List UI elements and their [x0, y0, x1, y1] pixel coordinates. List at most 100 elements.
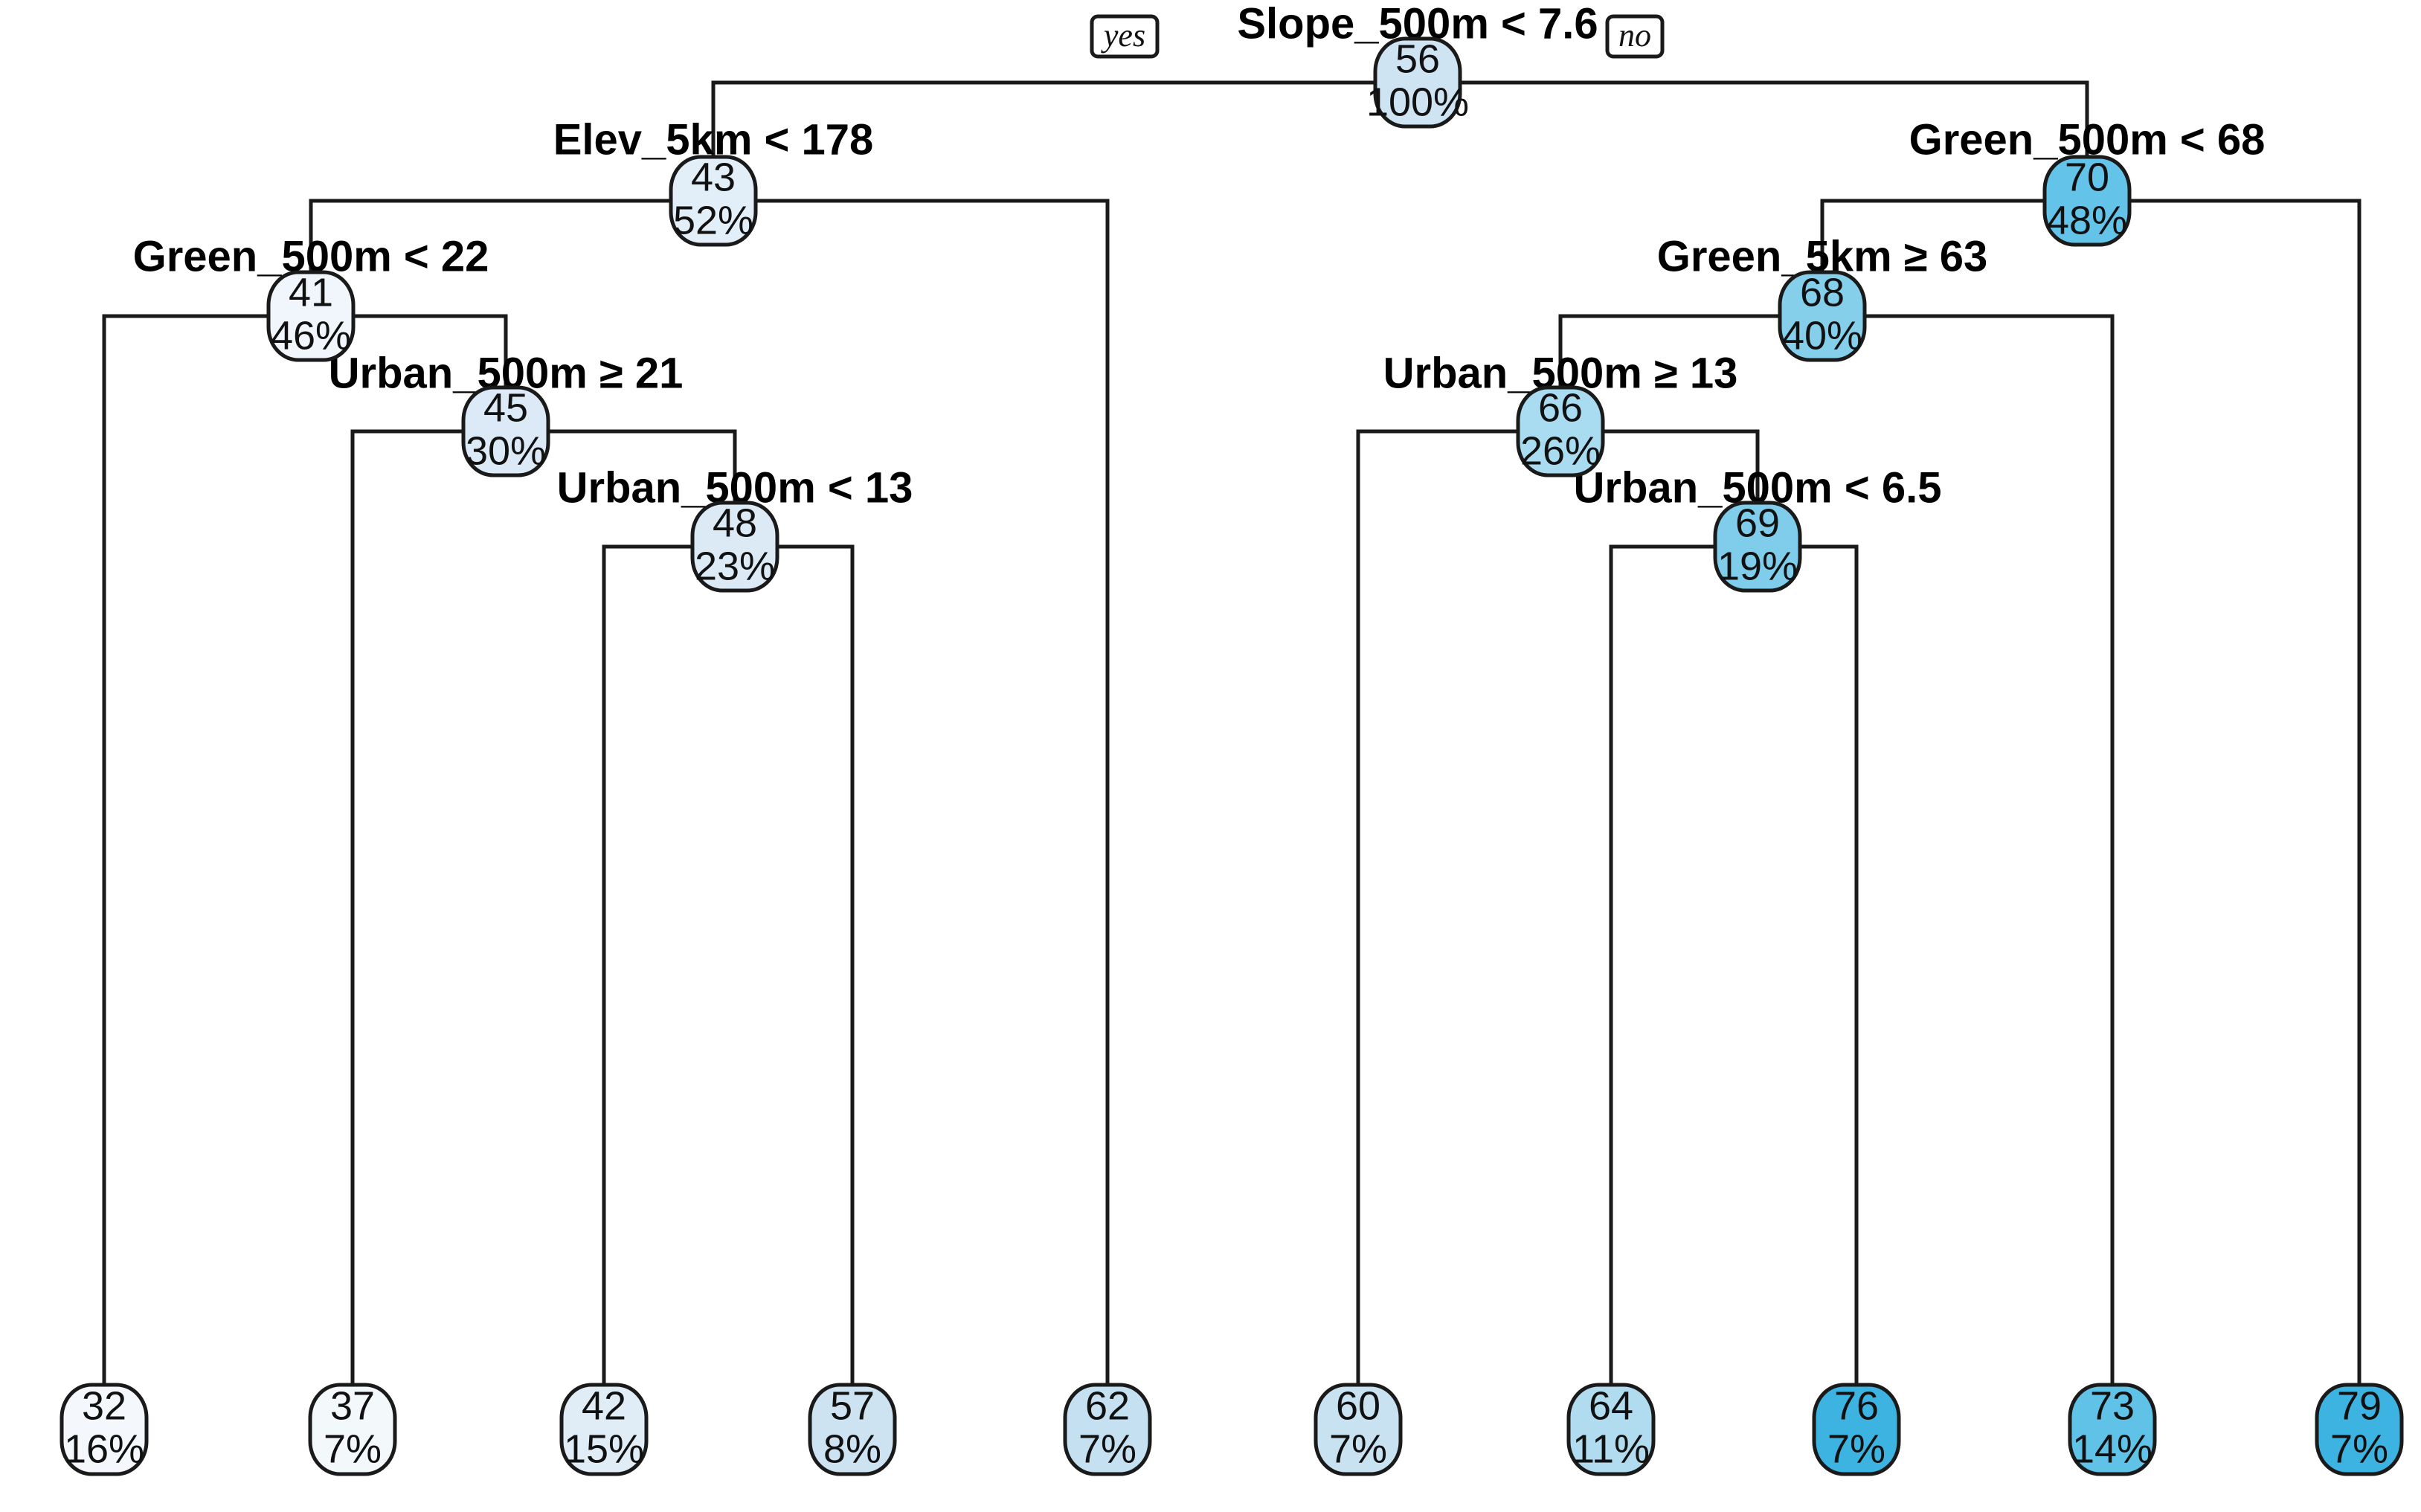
node-percent: 15% [564, 1426, 644, 1471]
node-percent: 23% [695, 544, 775, 588]
node-value: 62 [1085, 1383, 1130, 1428]
node-shape [1516, 385, 1605, 477]
node-shape [690, 501, 779, 593]
node-shape [2315, 1383, 2404, 1476]
node-shape [1778, 270, 1867, 362]
node-percent: 48% [2047, 198, 2127, 242]
tree-leaf-node[interactable]: 377% [308, 1383, 397, 1476]
node-value: 73 [2090, 1383, 2135, 1428]
node-value: 56 [1395, 36, 1440, 81]
tree-edge [756, 199, 1110, 1385]
node-shape [1566, 1383, 1656, 1476]
yes-no-legend-layer: yes no [1090, 14, 1665, 59]
node-percent: 7% [1329, 1426, 1387, 1471]
tree-leaf-node[interactable]: 767% [1812, 1383, 1901, 1476]
tree-edge [1558, 314, 1780, 387]
node-shape [1063, 1383, 1152, 1476]
tree-edge [1356, 429, 1518, 1385]
node-value: 70 [2065, 155, 2109, 199]
node-shape [559, 1383, 649, 1476]
node-value: 79 [2337, 1383, 2382, 1428]
node-value: 69 [1735, 501, 1780, 545]
node-shape [2068, 1383, 2157, 1476]
node-value: 43 [691, 155, 736, 199]
tree-edge [309, 199, 671, 272]
tree-edge [602, 544, 692, 1385]
tree-edge [353, 314, 508, 387]
edges-layer [102, 80, 2361, 1385]
no-branch-legend-box [1605, 14, 1665, 59]
node-percent: 26% [1520, 428, 1601, 473]
yes-branch-legend-label: yes [1101, 17, 1145, 54]
tree-leaf-node[interactable]: 607% [1314, 1383, 1403, 1476]
node-percent: 30% [466, 428, 546, 473]
tree-edge [350, 429, 463, 1385]
tree-edge [548, 429, 737, 503]
node-percent: 100% [1366, 80, 1469, 124]
tree-leaf-node[interactable]: 627% [1063, 1383, 1152, 1476]
node-percent: 7% [324, 1426, 382, 1471]
node-value: 60 [1336, 1383, 1380, 1428]
node-percent: 40% [1782, 313, 1862, 358]
node-percent: 52% [673, 198, 753, 242]
no-branch-legend-label: no [1618, 17, 1651, 54]
node-value: 76 [1834, 1383, 1879, 1428]
node-shape [266, 270, 356, 362]
node-shape [461, 385, 550, 477]
node-shape [669, 155, 758, 247]
tree-leaf-node[interactable]: 797% [2315, 1383, 2404, 1476]
node-shape [1373, 36, 1462, 129]
node-percent: 46% [271, 313, 351, 358]
tree-edge [1609, 544, 1715, 1385]
node-value: 42 [582, 1383, 626, 1428]
node-shape [808, 1383, 897, 1476]
node-shape [1314, 1383, 1403, 1476]
node-percent: 7% [1827, 1426, 1885, 1471]
node-shape [60, 1383, 149, 1476]
node-value: 66 [1538, 385, 1583, 430]
tree-edge [1460, 80, 2089, 157]
node-percent: 14% [2072, 1426, 2152, 1471]
node-percent: 11% [1572, 1426, 1650, 1471]
node-value: 48 [713, 501, 757, 545]
yes-branch-legend-box [1090, 14, 1160, 59]
no-branch-legend: no [1605, 14, 1665, 59]
node-shape [1812, 1383, 1901, 1476]
node-percent: 16% [64, 1426, 144, 1471]
tree-edge [2129, 199, 2361, 1385]
tree-edge [102, 314, 269, 1385]
tree-edge [777, 544, 855, 1385]
node-value: 37 [330, 1383, 375, 1428]
tree-edge [711, 80, 1375, 157]
node-value: 41 [289, 270, 333, 315]
node-shape [308, 1383, 397, 1476]
tree-edge [1603, 429, 1760, 503]
tree-edge [1800, 544, 1859, 1385]
tree-edge [1820, 199, 2045, 272]
node-value: 45 [483, 385, 528, 430]
node-value: 68 [1800, 270, 1845, 315]
node-percent: 7% [2330, 1426, 2388, 1471]
node-value: 32 [82, 1383, 126, 1428]
node-percent: 7% [1078, 1426, 1136, 1471]
node-value: 57 [830, 1383, 875, 1428]
node-shape [1713, 501, 1802, 593]
tree-leaf-node[interactable]: 578% [808, 1383, 897, 1476]
